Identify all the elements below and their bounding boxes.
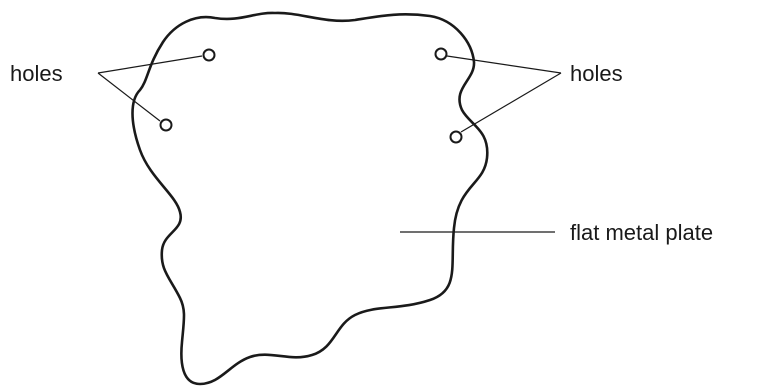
plate-label: flat metal plate bbox=[570, 220, 713, 245]
holes-label-left: holes bbox=[10, 61, 63, 86]
hole-mid-right bbox=[449, 130, 463, 144]
holes-right-leader-lower bbox=[460, 72, 562, 133]
metal-plate-outline bbox=[131, 11, 489, 386]
hole-mid-left bbox=[159, 118, 173, 132]
hole-top-right bbox=[434, 47, 448, 61]
hole-top-left bbox=[202, 48, 216, 62]
holes-left-leader-lower bbox=[97, 72, 161, 122]
holes-label-right: holes bbox=[570, 61, 623, 86]
holes-right-leader-upper bbox=[446, 55, 562, 74]
holes-left-leader-upper bbox=[97, 55, 203, 74]
